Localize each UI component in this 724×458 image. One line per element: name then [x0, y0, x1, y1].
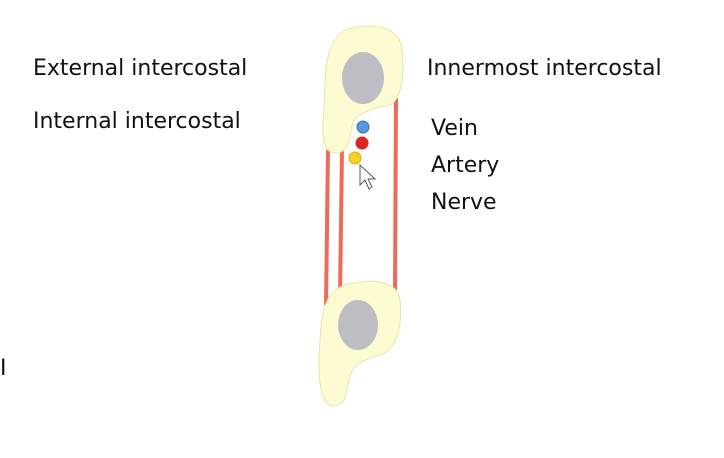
label-nerve: Nerve — [431, 190, 497, 215]
lower-rib — [318, 280, 402, 407]
label-artery: Artery — [431, 153, 500, 178]
nerve-dot — [348, 151, 362, 165]
upper-rib — [322, 25, 404, 154]
innermost-intercostal-line — [393, 97, 398, 293]
label-vein: Vein — [431, 116, 478, 141]
internal-intercostal-line — [338, 149, 344, 297]
label-innermost-intercostal: Innermost intercostal — [427, 56, 662, 81]
muscle-lines — [324, 97, 398, 306]
external-intercostal-line — [324, 149, 330, 306]
mouse-cursor-icon — [359, 163, 377, 190]
label-internal-intercostal: Internal intercostal — [33, 109, 241, 134]
vein-dot — [356, 120, 370, 134]
stray-text: I — [0, 356, 7, 381]
artery-dot — [355, 136, 369, 150]
upper-rib-marrow — [342, 52, 384, 104]
lower-rib-marrow — [338, 300, 378, 350]
label-external-intercostal: External intercostal — [33, 56, 248, 81]
